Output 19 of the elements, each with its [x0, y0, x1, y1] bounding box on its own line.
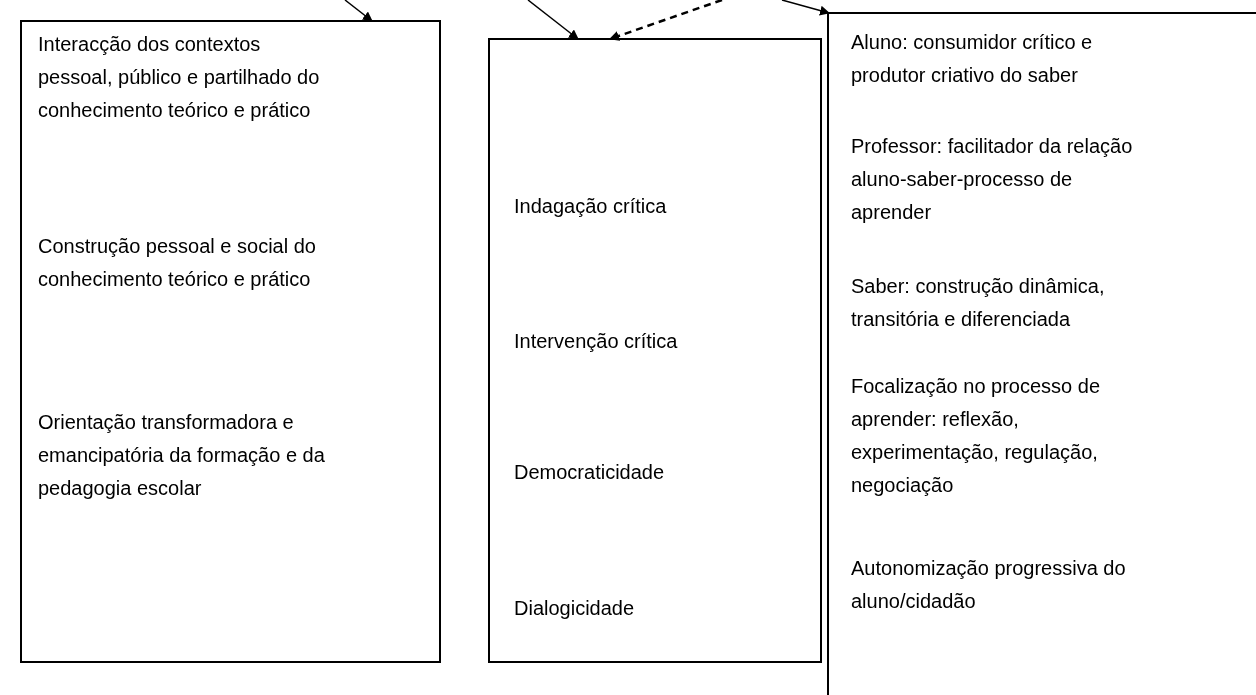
box-text: Intervenção crítica: [514, 329, 679, 354]
box-text: Indagação crítica: [514, 194, 668, 219]
box-text: Orientação transformadora e emancipatória da formação e da pedagogia escolar: [38, 410, 326, 501]
box-text: Focalização no processo de aprender: reflexão, experimentação, regulação, negociação: [851, 374, 1102, 498]
box-text: Dialogicidade: [514, 596, 636, 621]
box-text: Professor: facilitador da relação aluno-saber-processo de aprender: [851, 134, 1134, 225]
text-box: [827, 12, 1256, 695]
box-text: Interacção dos contextos pessoal, público e partilhado do conhecimento teórico e prático: [38, 32, 321, 123]
arrow: [344, 0, 373, 22]
box-text: Democraticidade: [514, 460, 666, 485]
text-box: [20, 20, 441, 663]
arrow: [527, 0, 579, 40]
box-text: Autonomização progressiva do aluno/cidadão: [851, 556, 1127, 614]
arrow: [609, 0, 723, 41]
text-box: [488, 38, 822, 663]
box-text: Aluno: consumidor crítico e produtor criativo do saber: [851, 30, 1094, 88]
arrow: [781, 0, 830, 16]
box-text: Saber: construção dinâmica, transitória e diferenciada: [851, 274, 1106, 332]
box-text: Construção pessoal e social do conhecimento teórico e prático: [38, 234, 317, 292]
